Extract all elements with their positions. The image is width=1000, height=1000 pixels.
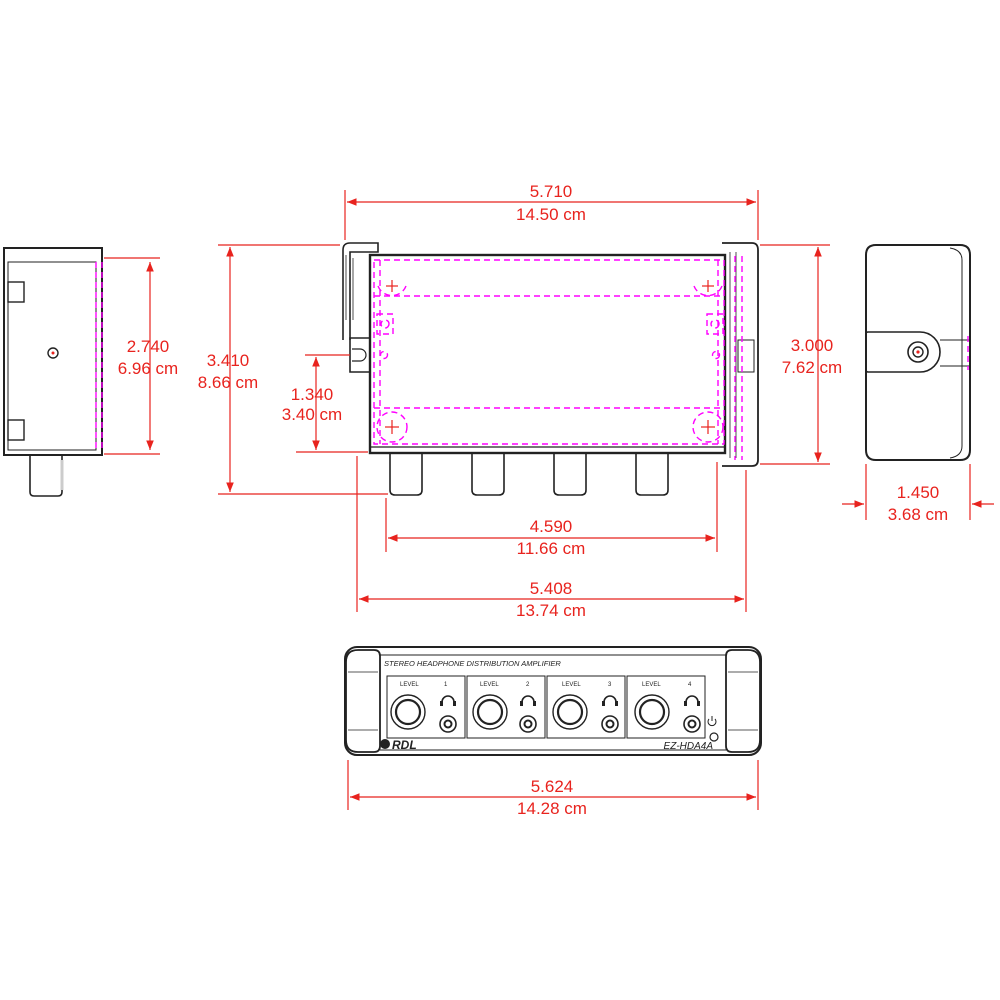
channel-3-number: 3 <box>608 682 612 688</box>
left-side-view <box>3 247 103 497</box>
model-label: EZ-HDA4A <box>664 741 714 752</box>
top-view <box>342 242 759 496</box>
channel-3-level-knob[interactable] <box>552 694 588 730</box>
dim-inner-height-cm: 7.62 cm <box>782 358 842 377</box>
channel-1-headphone-jack[interactable] <box>439 715 457 733</box>
dim-end-depth-in: 1.450 <box>897 483 940 502</box>
dim-front-width-in: 5.624 <box>531 777 574 796</box>
dim-jack-span: 4.590 11.66 cm <box>385 462 718 558</box>
dim-top-width-cm: 14.50 cm <box>516 205 586 224</box>
front-panel-title: STEREO HEADPHONE DISTRIBUTION AMPLIFIER <box>384 659 561 668</box>
dim-body-width-cm: 13.74 cm <box>516 601 586 620</box>
channel-4-headphone-jack[interactable] <box>683 715 701 733</box>
channel-3: LEVEL 3 <box>546 675 626 739</box>
channel-4: LEVEL 4 <box>626 675 706 739</box>
headphone-icon <box>441 695 455 703</box>
dim-mount-offset-in: 1.340 <box>291 385 334 404</box>
dim-side-height-cm: 6.96 cm <box>118 359 178 378</box>
dim-end-depth-cm: 3.68 cm <box>888 505 948 524</box>
channel-3-level-label: LEVEL <box>562 682 581 688</box>
dim-mount-offset-cm: 3.40 cm <box>282 405 342 424</box>
channel-2-level-knob[interactable] <box>472 694 508 730</box>
dim-end-depth: 1.450 3.68 cm <box>842 464 994 524</box>
dim-body-width-in: 5.408 <box>530 579 573 598</box>
dim-top-height: 3.410 8.66 cm <box>198 244 388 495</box>
channel-4-level-knob[interactable] <box>634 694 670 730</box>
dim-top-width-in: 5.710 <box>530 182 573 201</box>
dim-jack-span-cm: 11.66 cm <box>517 539 586 558</box>
channel-2: LEVEL 2 <box>466 675 546 739</box>
channel-2-headphone-jack[interactable] <box>519 715 537 733</box>
dim-side-height: 2.740 6.96 cm <box>104 257 178 455</box>
dim-side-height-in: 2.740 <box>127 337 170 356</box>
channel-1-level-label: LEVEL <box>400 682 419 688</box>
channel-1-number: 1 <box>444 682 448 688</box>
dim-front-width: 5.624 14.28 cm <box>347 760 759 818</box>
dim-top-height-in: 3.410 <box>207 351 250 370</box>
headphone-icon <box>603 695 617 703</box>
channel-4-number: 4 <box>688 682 692 688</box>
front-view: STEREO HEADPHONE DISTRIBUTION AMPLIFIER … <box>344 646 762 756</box>
brand-logo-dot <box>380 739 390 749</box>
right-end-view <box>865 244 971 461</box>
power-led <box>709 732 719 742</box>
dim-mount-offset: 1.340 3.40 cm <box>282 354 368 453</box>
dim-inner-height-in: 3.000 <box>791 336 834 355</box>
channel-2-number: 2 <box>526 682 530 688</box>
dim-front-width-cm: 14.28 cm <box>517 799 587 818</box>
dim-body-width: 5.408 13.74 cm <box>356 456 747 620</box>
power-icon <box>707 716 717 727</box>
dim-top-height-cm: 8.66 cm <box>198 373 258 392</box>
channel-2-level-label: LEVEL <box>480 682 499 688</box>
headphone-icon <box>521 695 535 703</box>
dim-jack-span-in: 4.590 <box>530 517 573 536</box>
brand-label: RDL <box>392 738 417 752</box>
channel-3-headphone-jack[interactable] <box>601 715 619 733</box>
channel-1-level-knob[interactable] <box>390 694 426 730</box>
dim-inner-height: 3.000 7.62 cm <box>760 244 842 465</box>
channel-1: LEVEL 1 <box>386 675 466 739</box>
dim-top-width: 5.710 14.50 cm <box>344 182 759 240</box>
headphone-icon <box>685 695 699 703</box>
channel-4-level-label: LEVEL <box>642 682 661 688</box>
